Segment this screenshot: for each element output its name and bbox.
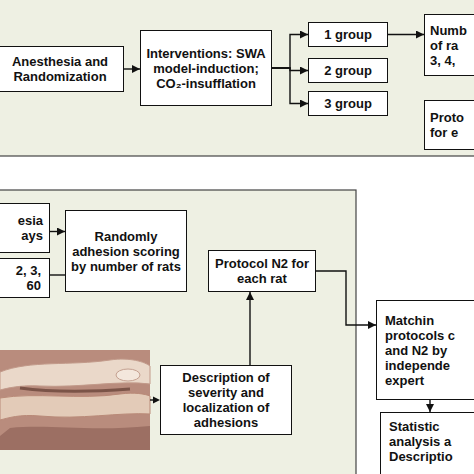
group-box: 1 group (308, 22, 388, 47)
process-box: Randomly adhesion scoring by number of r… (65, 210, 187, 292)
node-label: Protocol N2 for each rat (214, 256, 310, 286)
bottom-panel (0, 190, 356, 474)
flow-arrow (429, 400, 430, 412)
node-label: 3 group (313, 96, 383, 111)
cropped-box: esia ays (0, 203, 50, 253)
cropped-box: Statistic analysis a Descriptio (380, 412, 474, 474)
node-label: esia ays (0, 213, 43, 243)
flow-arrow (50, 231, 65, 232)
flow-arrow (249, 292, 250, 365)
node-label: Proto for e (430, 110, 469, 140)
cropped-box: 2, 3, 60 (0, 258, 50, 298)
cropped-box: Matchin protocols c and N2 by independe … (376, 300, 474, 400)
node-label: 2, 3, 60 (0, 263, 41, 293)
flow-arrow (272, 68, 308, 104)
node-label: Description of severity and localization… (166, 370, 286, 430)
photo-arrowhead (153, 397, 160, 404)
node-label: Statistic analysis a Descriptio (389, 419, 469, 464)
flow-arrow (316, 271, 376, 325)
node-label: Matchin protocols c and N2 by independe … (385, 313, 467, 388)
group-box: 3 group (308, 91, 388, 116)
cropped-box: Numb of ra 3, 4, (424, 14, 474, 76)
flow-arrow (50, 274, 65, 275)
node-label: Anesthesia and Randomization (3, 54, 117, 84)
node-label: Numb of ra 3, 4, (430, 23, 469, 68)
process-box: Protocol N2 for each rat (208, 250, 316, 292)
process-box: Interventions: SWA model-induction; CO₂-… (140, 30, 272, 106)
surgical-photo (0, 350, 150, 450)
group-box: 2 group (308, 58, 388, 83)
node-label: Randomly adhesion scoring by number of r… (71, 229, 181, 274)
cropped-box: Proto for e (424, 100, 474, 150)
flow-arrow (124, 68, 140, 69)
flow-arrow (272, 35, 308, 69)
top-panel (0, 0, 474, 156)
flow-arrow (388, 34, 424, 35)
node-label: 2 group (313, 63, 383, 78)
node-label: Interventions: SWA model-induction; CO₂-… (146, 46, 266, 91)
node-label: 1 group (313, 27, 383, 42)
process-box: Description of severity and localization… (160, 365, 292, 435)
process-box: Anesthesia and Randomization (0, 46, 124, 92)
